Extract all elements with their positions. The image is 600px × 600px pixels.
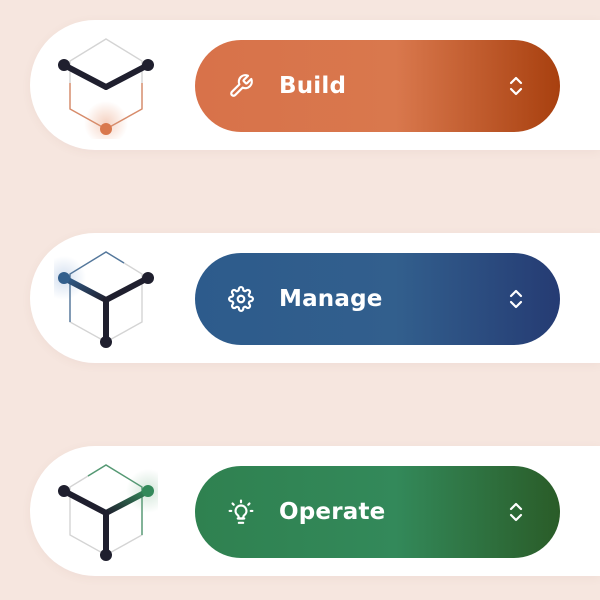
cube-logo-icon [54, 461, 158, 565]
chevron-up-down-icon [508, 74, 524, 98]
build-dropdown-button[interactable]: Build [195, 40, 560, 132]
wrench-icon [228, 73, 254, 99]
lightbulb-icon [228, 499, 254, 525]
selector-card-operate: Operate [30, 446, 600, 576]
cube-logo-icon [54, 248, 158, 352]
manage-label: Manage [279, 286, 383, 312]
cube-logo-icon [54, 35, 158, 139]
operate-label: Operate [279, 499, 386, 525]
selector-card-build: Build [30, 20, 600, 150]
selector-card-manage: Manage [30, 233, 600, 363]
operate-dropdown-button[interactable]: Operate [195, 466, 560, 558]
chevron-up-down-icon [508, 500, 524, 524]
gear-icon [228, 286, 254, 312]
chevron-up-down-icon [508, 287, 524, 311]
manage-dropdown-button[interactable]: Manage [195, 253, 560, 345]
build-label: Build [279, 73, 347, 99]
